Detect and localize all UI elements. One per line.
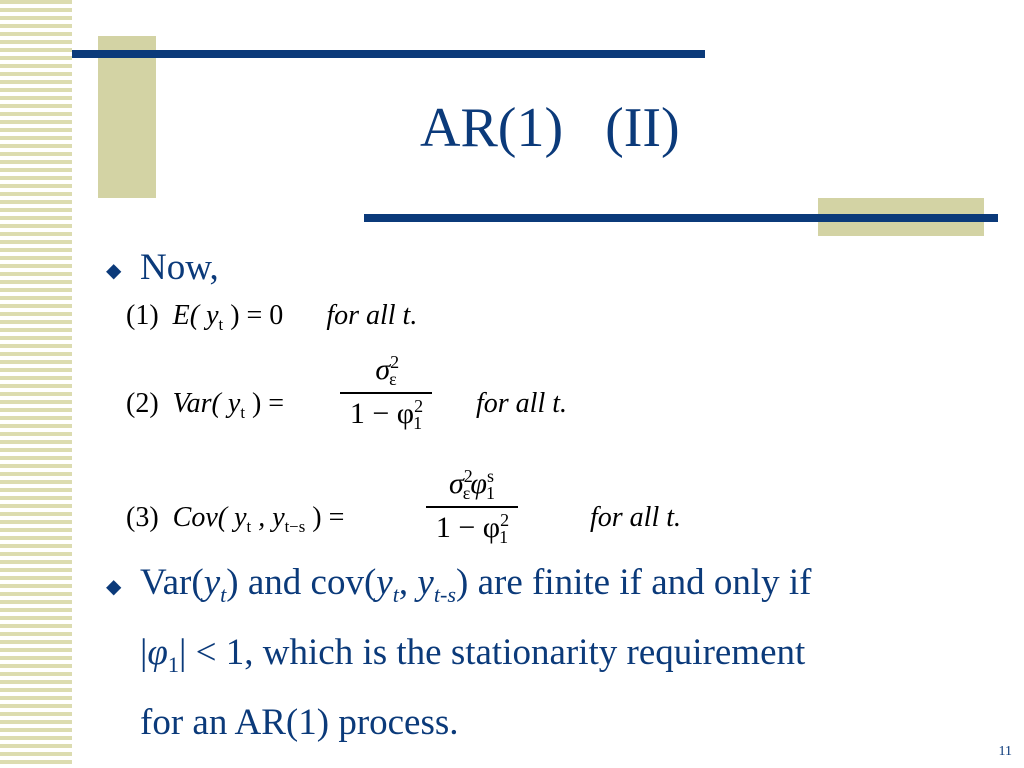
eq3-rest: ) = (305, 502, 345, 533)
bullet-stationarity: Var(yt) and cov(yt, yt-s) are finite if … (140, 554, 1000, 752)
eq2-fraction: σ2ε 1 − φ21 (340, 352, 432, 434)
eq2-sub: t (240, 402, 245, 422)
b2-ts: t-s (433, 581, 457, 607)
bullet2-line2: |φ1| < 1, which is the stationarity requ… (140, 624, 1000, 694)
eq2-fraction-line (340, 392, 432, 395)
b2-phi: φ (147, 631, 168, 673)
eq3-label: (3) (126, 502, 159, 533)
b2-var: Var( (140, 562, 204, 603)
eq2-den-sub: 1 (413, 413, 423, 434)
eq3-sub: t (246, 516, 252, 536)
page-title: AR(1) (II) (420, 97, 680, 159)
equation-3: (3) Cov( yt , yt−s ) = (126, 502, 344, 537)
b2-bar: | (140, 631, 148, 673)
eq3-num2-sub: 1 (485, 483, 495, 504)
eq1-sub: t (218, 314, 224, 334)
page-number: 11 (998, 744, 1012, 759)
eq2-rest: ) = (244, 388, 285, 419)
eq3-num-sup: 2 (463, 466, 473, 486)
b2-y2: y (376, 562, 393, 603)
b2-comma: , (398, 562, 418, 603)
b2-requirement: | < 1, which is the stationarity require… (179, 631, 806, 673)
eq3-fraction: σ2εφs1 1 − φ21 (426, 466, 518, 548)
eq3-mid: , y (251, 502, 285, 533)
eq1-cond: for all t. (326, 300, 418, 331)
eq2-cond: for all t. (476, 388, 568, 419)
eq3-cond-wrap: for all t. (590, 502, 681, 534)
diamond-bullet-icon: ◆ (106, 576, 122, 598)
eq2-cond-wrap: for all t. (476, 388, 567, 420)
eq2-num: σ (375, 352, 391, 386)
eq3-den: 1 − φ (435, 510, 501, 544)
bullet2-line3: for an AR(1) process. (140, 701, 459, 743)
b2-cov: ) and cov( (226, 562, 377, 603)
eq3-cond: for all t. (590, 502, 682, 533)
eq3-num2: φ (470, 466, 487, 500)
equation-2: (2) Var( yt ) = (126, 388, 284, 423)
eq3-sub2: t−s (284, 516, 306, 536)
b2-finite: ) are finite if and only if (456, 562, 812, 603)
eq3-num: σ (449, 466, 464, 500)
b2-y: y (203, 562, 221, 603)
eq2-expr: Var( y (172, 388, 241, 419)
eq1-expr: E( y (172, 300, 219, 331)
eq3-den-sub: 1 (499, 527, 509, 548)
eq2-label: (2) (126, 388, 159, 419)
title-bar-top (72, 50, 705, 58)
left-stripe-decoration (0, 0, 72, 768)
eq3-fraction-line (426, 506, 518, 509)
eq3-num2-sup: s (486, 466, 494, 486)
eq2-num-sub: ε (389, 369, 397, 390)
bullet2-line1: Var(yt) and cov(yt, yt-s) are finite if … (140, 554, 1000, 624)
eq1-label: (1) (126, 300, 159, 331)
bullet-now: Now, (140, 247, 219, 288)
eq2-den: 1 − φ (349, 396, 415, 430)
title-accent-block-left (98, 36, 156, 198)
b2-t2: t (392, 581, 399, 607)
eq2-num-sup: 2 (390, 352, 400, 372)
eq1-rest: ) = 0 (223, 300, 284, 331)
diamond-bullet-icon: ◆ (106, 260, 122, 282)
b2-y3: y (417, 562, 434, 603)
equation-1: (1) E( yt ) = 0 for all t. (126, 300, 417, 335)
eq2-den-sup: 2 (414, 396, 424, 417)
b2-t: t (220, 581, 227, 607)
eq3-num-sub: ε (462, 483, 471, 504)
b2-one: 1 (167, 651, 179, 677)
eq3-den-sup: 2 (500, 510, 510, 531)
eq3-expr: Cov( y (172, 502, 247, 533)
title-bar-bottom (364, 214, 998, 222)
